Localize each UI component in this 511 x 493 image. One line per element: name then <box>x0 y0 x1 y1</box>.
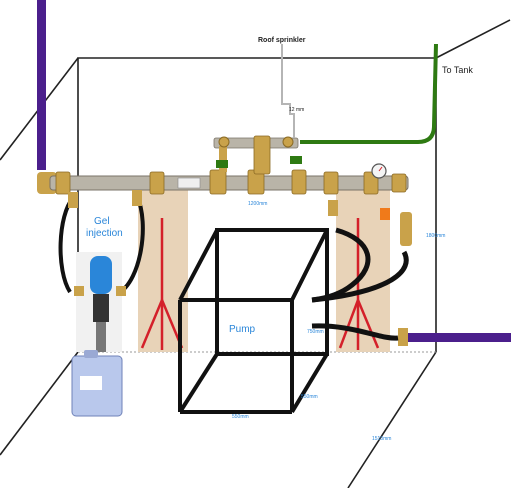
outlet-pipe <box>404 333 511 342</box>
roof-sprinkler-pipe <box>281 44 295 138</box>
tank-pipe <box>300 43 438 144</box>
to-tank-label: To Tank <box>442 65 473 75</box>
gel-hose-fitting-left <box>68 192 78 208</box>
gel-injection-label-line1: Gel <box>94 216 110 227</box>
pump-height-dimension: 750mm <box>307 329 324 335</box>
floor-depth-dimension: 1510mm <box>372 436 392 442</box>
manifold-length-dimension: 1200mm <box>248 201 268 207</box>
green-handle-right <box>290 156 302 164</box>
upper-tee <box>253 135 271 175</box>
pressure-gauge-needle <box>378 166 383 172</box>
supply-pipe-vertical <box>37 0 46 170</box>
green-handle-left <box>216 160 228 168</box>
roof-sprinkler-label: Roof sprinkler <box>258 37 306 44</box>
upper-riser-left <box>219 146 227 172</box>
gel-hose-left <box>58 196 75 294</box>
enclosure-left-floor-edge <box>0 351 79 456</box>
pump-width-dimension: 550mm <box>232 414 249 420</box>
right-stand <box>338 218 380 350</box>
pipe-size-label: 12 mm <box>289 107 305 113</box>
pump-label: Pump <box>229 324 256 335</box>
pump-depth-dimension: 550mm <box>301 394 318 400</box>
manifold-pipe <box>49 175 409 191</box>
outlet-fitting <box>398 328 408 346</box>
pump-box <box>178 228 329 414</box>
manifold-label-plate <box>177 177 201 189</box>
gel-injector-icon <box>74 252 126 352</box>
pump-outlet-hose <box>311 323 399 341</box>
manifold-brass-fittings <box>55 169 407 195</box>
pump-hose-fitting <box>328 200 338 216</box>
orange-valve <box>380 208 390 220</box>
right-brass-drop <box>400 212 412 246</box>
upper-valve-right <box>282 136 294 148</box>
gel-injection-label-line2: injection <box>86 228 123 239</box>
pump-return-hose <box>311 250 409 303</box>
enclosure-right-top-edge <box>435 19 511 59</box>
gel-hose-fitting-right <box>132 190 142 206</box>
gel-container-icon <box>71 350 123 417</box>
side-height-dimension: 1800mm <box>426 233 446 239</box>
upper-valve-left <box>218 136 230 148</box>
enclosure-right-floor-edge <box>347 351 437 489</box>
